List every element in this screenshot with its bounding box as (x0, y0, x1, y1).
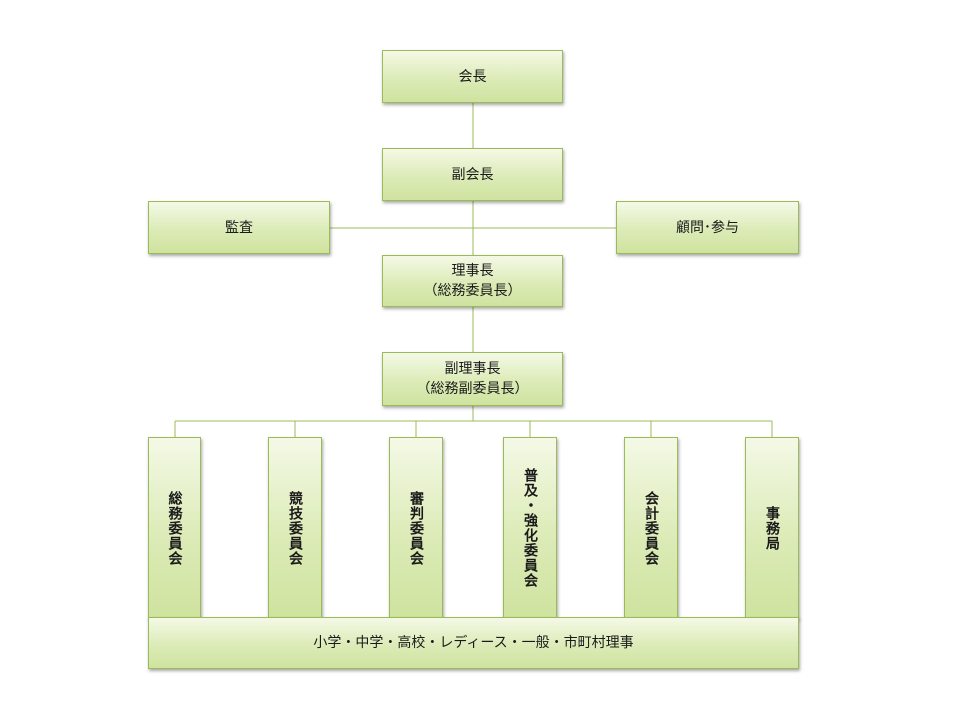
chief-director-box: 理事長 （総務委員長） (382, 255, 563, 307)
committee-general-affairs: 総務委員会 (148, 437, 201, 619)
vice-chief-director-title: 副理事長 (444, 361, 501, 377)
advisor-label: 顧問･参与 (676, 219, 739, 236)
committee-accounting: 会計委員会 (624, 437, 678, 619)
advisor-box: 顧問･参与 (616, 201, 799, 254)
auditor-label: 監査 (225, 219, 253, 236)
vice-president-box: 副会長 (382, 148, 563, 201)
committee-competition: 競技委員会 (268, 437, 322, 619)
directors-bar: 小学・中学・高校・レディース・一般・市町村理事 (148, 617, 799, 669)
chief-director-title: 理事長 (451, 263, 494, 279)
committee-label: 総務委員会 (166, 490, 183, 566)
secretariat: 事務局 (745, 437, 799, 619)
committee-promotion: 普及・強化委員会 (503, 437, 557, 619)
committee-label: 事務局 (764, 505, 780, 551)
committee-label: 競技委員会 (287, 490, 303, 566)
committee-label: 会計委員会 (643, 490, 659, 566)
vice-chief-director-role: （総務副委員長） (416, 381, 529, 397)
vice-chief-director-box: 副理事長 （総務副委員長） (382, 352, 563, 406)
committee-label: 審判委員会 (408, 490, 424, 566)
auditor-box: 監査 (148, 201, 330, 254)
president-box: 会長 (382, 50, 563, 103)
committee-referee: 審判委員会 (389, 437, 443, 619)
directors-bar-label: 小学・中学・高校・レディース・一般・市町村理事 (313, 635, 634, 651)
committee-label: 普及・強化委員会 (522, 468, 538, 588)
president-label: 会長 (458, 68, 487, 85)
vice-president-label: 副会長 (451, 166, 494, 183)
chief-director-role: （総務委員長） (423, 283, 522, 299)
